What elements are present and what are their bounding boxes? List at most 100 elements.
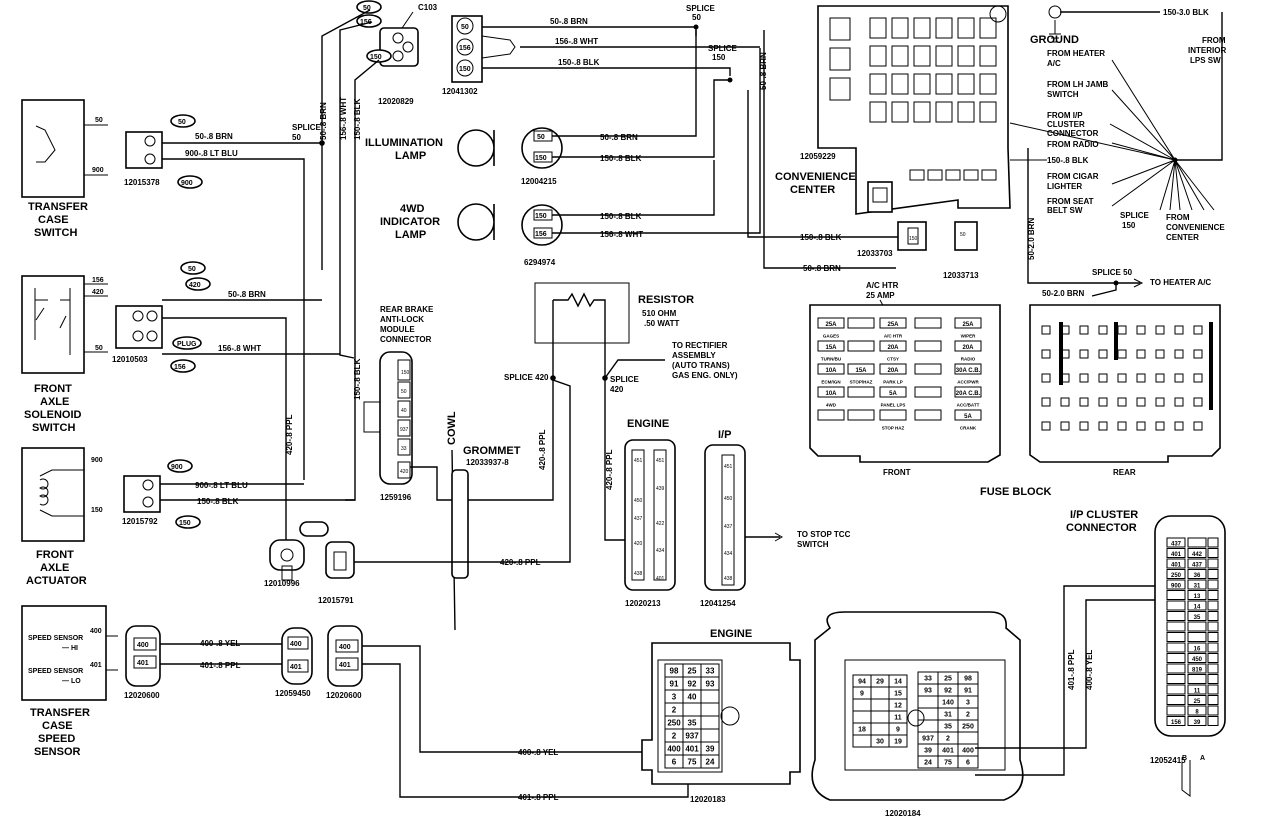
cluster-pin-b	[1166, 663, 1186, 674]
cluster-pin-slot	[1207, 642, 1219, 653]
cluster-pin-label: 39	[1194, 720, 1201, 726]
cluster-pin-label: 437	[1171, 542, 1182, 548]
svg-text:FROM I/P: FROM I/P	[1047, 111, 1083, 120]
cluster-pin-b	[1166, 632, 1186, 642]
cluster-pin-slot	[1207, 705, 1219, 716]
svg-text:FUSE BLOCK: FUSE BLOCK	[980, 486, 1052, 498]
rear-terminal	[1193, 421, 1203, 431]
fuse-label: PANEL LPS	[881, 403, 906, 408]
svg-text:150-.8 BLK: 150-.8 BLK	[353, 98, 362, 140]
svg-text:401-.8 PPL: 401-.8 PPL	[1067, 649, 1076, 690]
cluster-pin-a	[1187, 716, 1207, 726]
rear-terminal	[1136, 349, 1146, 359]
rear-terminal	[1174, 397, 1184, 407]
connector-cell	[957, 755, 979, 769]
cell-label: 30	[876, 739, 884, 746]
cell-label: 401	[685, 745, 699, 754]
fuse-label: 20A C.B.	[956, 391, 981, 397]
rear-terminal	[1098, 349, 1108, 359]
svg-text:450: 450	[724, 496, 733, 502]
relay-slot	[829, 47, 851, 71]
svg-text:50-.8 BRN: 50-.8 BRN	[600, 133, 638, 142]
relay-slot	[935, 101, 953, 123]
svg-text:50-.8 BRN: 50-.8 BRN	[550, 17, 588, 26]
svg-text:900: 900	[92, 167, 104, 174]
rear-terminal	[1041, 421, 1051, 431]
cluster-pin-label: 11	[1194, 689, 1201, 695]
relay-slot	[979, 101, 997, 123]
connector-12010503: 50 420 PLUG 156 12010503	[112, 261, 211, 373]
svg-text:TRANSFER: TRANSFER	[30, 707, 90, 719]
svg-text:CONNECTOR: CONNECTOR	[1047, 129, 1099, 138]
relay-slot	[869, 73, 887, 95]
cell-label: 937	[685, 732, 699, 741]
svg-text:437: 437	[634, 516, 643, 522]
cluster-pin-a	[1187, 548, 1207, 558]
svg-text:TO RECTIFIER: TO RECTIFIER	[672, 341, 728, 350]
rear-terminal	[1079, 325, 1089, 335]
svg-text:400-.8 YEL: 400-.8 YEL	[518, 748, 558, 757]
fuse-slot	[954, 363, 982, 375]
svg-text:SPLICE 50: SPLICE 50	[1092, 268, 1133, 277]
svg-text:12015378: 12015378	[124, 178, 160, 187]
relay-slot	[891, 45, 909, 67]
connector-12015378: 50 900 12015378	[124, 114, 203, 189]
svg-text:900: 900	[171, 464, 183, 471]
svg-text:— LO: — LO	[62, 678, 81, 685]
cluster-pin-b	[1166, 590, 1186, 600]
svg-text:451: 451	[656, 458, 665, 464]
svg-text:SPLICE: SPLICE	[708, 44, 738, 53]
svg-text:150-.8 BLK: 150-.8 BLK	[558, 58, 600, 67]
rear-terminal	[1193, 373, 1203, 383]
svg-text:CONVENIENCE: CONVENIENCE	[1166, 223, 1225, 232]
svg-text:AXLE: AXLE	[40, 396, 69, 408]
connector-12015791: 12015791	[299, 521, 355, 605]
svg-text:A: A	[1200, 755, 1205, 762]
svg-text:156: 156	[360, 19, 372, 26]
svg-text:12052415: 12052415	[1150, 756, 1186, 765]
rear-terminal	[1098, 325, 1108, 335]
cell-label: 14	[894, 679, 902, 686]
svg-text:12020213: 12020213	[625, 599, 661, 608]
svg-text:FRONT: FRONT	[883, 468, 911, 477]
svg-text:401: 401	[656, 576, 665, 582]
cell-label: 29	[876, 679, 884, 686]
svg-text:REAR BRAKE: REAR BRAKE	[380, 305, 434, 314]
cluster-pin-slot	[1207, 716, 1219, 726]
svg-text:438: 438	[634, 571, 643, 577]
cluster-pin-b	[1166, 684, 1186, 695]
rear-terminal	[1193, 325, 1203, 335]
cluster-pin-label: 450	[1192, 657, 1203, 663]
cluster-pin-a	[1187, 695, 1207, 705]
cluster-pin-label: 14	[1194, 605, 1201, 611]
cell-label: 75	[688, 758, 697, 767]
svg-text:ASSEMBLY: ASSEMBLY	[672, 351, 716, 360]
svg-text:150-.8 BLK: 150-.8 BLK	[1047, 156, 1089, 165]
cell-label: 92	[944, 688, 952, 695]
svg-text:I/P CLUSTER: I/P CLUSTER	[1070, 509, 1138, 521]
svg-text:50: 50	[960, 232, 966, 238]
fuse-label: 10A	[825, 368, 837, 374]
svg-text:CLUSTER: CLUSTER	[1047, 120, 1085, 129]
rear-terminal	[1136, 373, 1146, 383]
cluster-pin-a	[1187, 558, 1207, 569]
cell-label: 18	[858, 727, 866, 734]
rear-terminal	[1041, 325, 1051, 335]
svg-text:FROM LH JAMB: FROM LH JAMB	[1047, 80, 1109, 89]
svg-text:TO STOP TCC: TO STOP TCC	[797, 530, 851, 539]
svg-text:12033937-8: 12033937-8	[466, 458, 509, 467]
svg-text:401: 401	[90, 662, 102, 669]
cell-label: 33	[706, 667, 715, 676]
svg-text:50-.8 BRN: 50-.8 BRN	[228, 290, 266, 299]
rear-terminal	[1174, 325, 1184, 335]
cluster-pin-a	[1187, 569, 1207, 579]
svg-text:TO HEATER A/C: TO HEATER A/C	[1150, 278, 1211, 287]
svg-text:6294974: 6294974	[524, 258, 556, 267]
cell-label: 9	[896, 727, 900, 734]
relay-slot	[869, 45, 887, 67]
cluster-pin-slot	[1207, 548, 1219, 558]
